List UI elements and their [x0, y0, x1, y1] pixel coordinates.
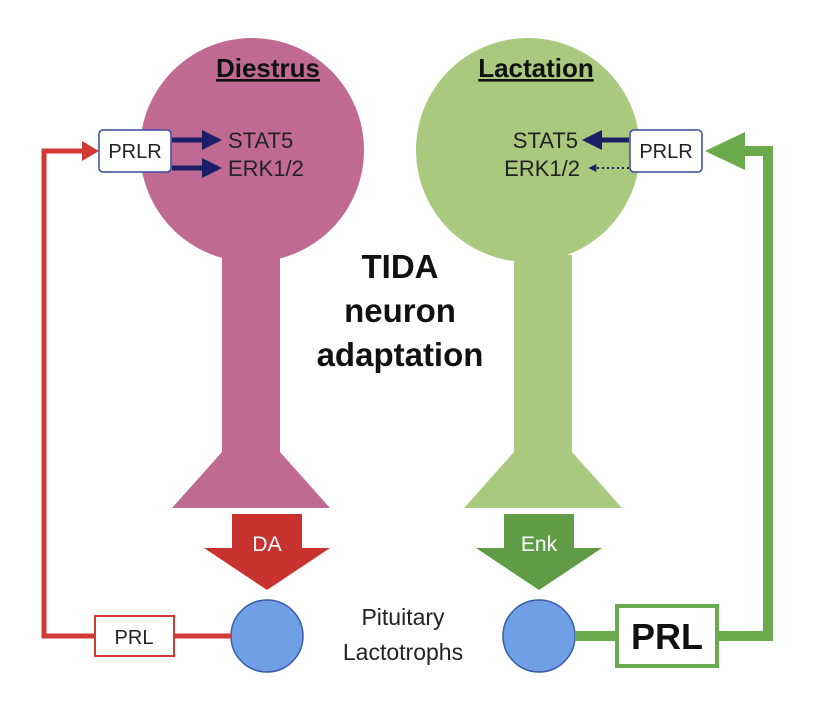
diestrus-prl-feedback-loop	[41, 141, 231, 639]
lactation-stat5-label: STAT5	[513, 128, 578, 153]
center-line-3: adaptation	[317, 336, 484, 373]
diestrus-axon	[222, 255, 280, 455]
dopamine-label: DA	[252, 533, 281, 556]
diestrus-prl-box	[94, 615, 175, 657]
lactation-neuron	[416, 38, 640, 508]
lactation-title: Lactation	[478, 53, 594, 83]
lactation-prl-feedback-loop	[575, 132, 773, 641]
right-lactotroph-cell	[502, 599, 576, 673]
lactation-soma	[416, 38, 640, 262]
diestrus-terminal	[172, 452, 330, 508]
lactotrophs-label: Lactotrophs	[343, 639, 463, 665]
enkephalin-arrow	[476, 514, 602, 590]
left-loop-line	[41, 148, 95, 639]
lactation-prlr-label: PRLR	[639, 141, 692, 163]
lactation-axon	[514, 255, 572, 455]
left-loop-arrowhead	[82, 141, 99, 161]
lactation-prl-box	[615, 604, 719, 668]
dopamine-arrow	[204, 514, 330, 590]
pituitary-label: Pituitary	[361, 604, 445, 630]
right-loop-line	[717, 146, 773, 641]
diestrus-erk-label: ERK1/2	[228, 156, 304, 181]
center-line-1: TIDA	[362, 248, 439, 285]
left-lactotroph-cell	[230, 599, 304, 673]
diestrus-prl-label: PRL	[115, 627, 154, 649]
lactation-prl-label: PRL	[631, 616, 703, 657]
diestrus-stat5-label: STAT5	[228, 128, 293, 153]
lactation-prlr-box	[629, 129, 703, 173]
diestrus-neuron	[140, 38, 364, 508]
right-loop-arrowhead	[705, 132, 745, 170]
center-line-2: neuron	[344, 292, 456, 329]
lactation-terminal	[464, 452, 622, 508]
diestrus-title: Diestrus	[216, 53, 320, 83]
diestrus-soma	[140, 38, 364, 262]
enkephalin-label: Enk	[521, 533, 558, 556]
lactation-erk-label: ERK1/2	[504, 156, 580, 181]
diestrus-prlr-label: PRLR	[108, 141, 161, 163]
